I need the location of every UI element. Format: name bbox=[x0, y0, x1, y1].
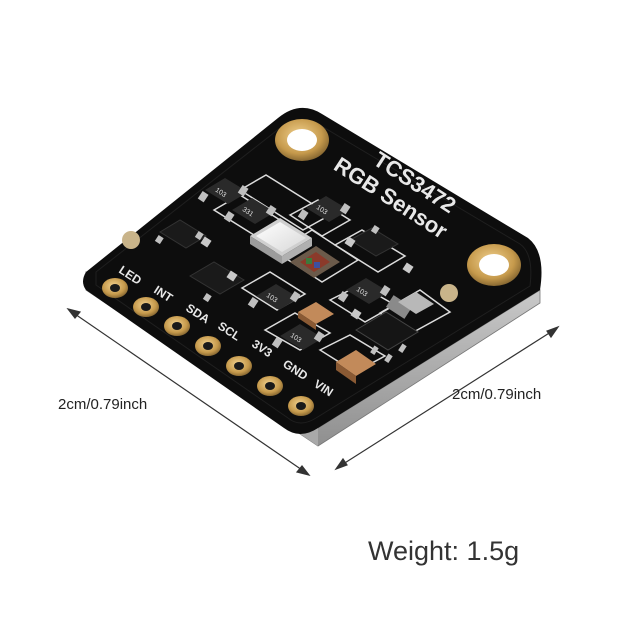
rgb-sensor-chip bbox=[290, 246, 340, 278]
dimension-line-right bbox=[334, 325, 560, 471]
white-led bbox=[250, 218, 312, 264]
capacitor-1 bbox=[298, 302, 334, 330]
dimension-line-left bbox=[66, 307, 311, 477]
resistor-5: 103 bbox=[346, 278, 389, 304]
voltage-regulator bbox=[355, 295, 419, 363]
pin-pad-gnd bbox=[257, 376, 283, 396]
depth-dimension-label: 2cm/0.79inch bbox=[452, 386, 542, 403]
capacitor-2 bbox=[336, 350, 376, 384]
capacitor-3 bbox=[398, 292, 434, 314]
pin-pad-sda bbox=[164, 316, 190, 336]
resistor-caps bbox=[197, 185, 391, 349]
resistor-1: 103 bbox=[205, 178, 248, 204]
width-dimension-label: 2cm/0.79inch bbox=[58, 396, 148, 413]
small-pads bbox=[200, 236, 414, 320]
pin-pad-int bbox=[133, 297, 159, 317]
pin-pads bbox=[102, 278, 314, 416]
transistor-left bbox=[154, 219, 207, 249]
corner-pad-left bbox=[122, 231, 140, 249]
transistor-right bbox=[349, 225, 399, 257]
mounting-hole-top bbox=[275, 119, 329, 161]
resistor-6: 103 bbox=[280, 324, 323, 350]
weight-label: Weight: 1.5g bbox=[368, 536, 520, 566]
pin-pad-3v3 bbox=[226, 356, 252, 376]
resistor-2: 331 bbox=[232, 198, 275, 224]
mounting-hole-right bbox=[467, 244, 521, 286]
corner-pad-right bbox=[440, 284, 458, 302]
pin-pad-vin bbox=[288, 396, 314, 416]
resistor-3: 103 bbox=[306, 196, 349, 222]
transistor-mid bbox=[189, 261, 245, 303]
resistor-4: 103 bbox=[256, 284, 299, 310]
pin-pad-led bbox=[102, 278, 128, 298]
pin-pad-scl bbox=[195, 336, 221, 356]
